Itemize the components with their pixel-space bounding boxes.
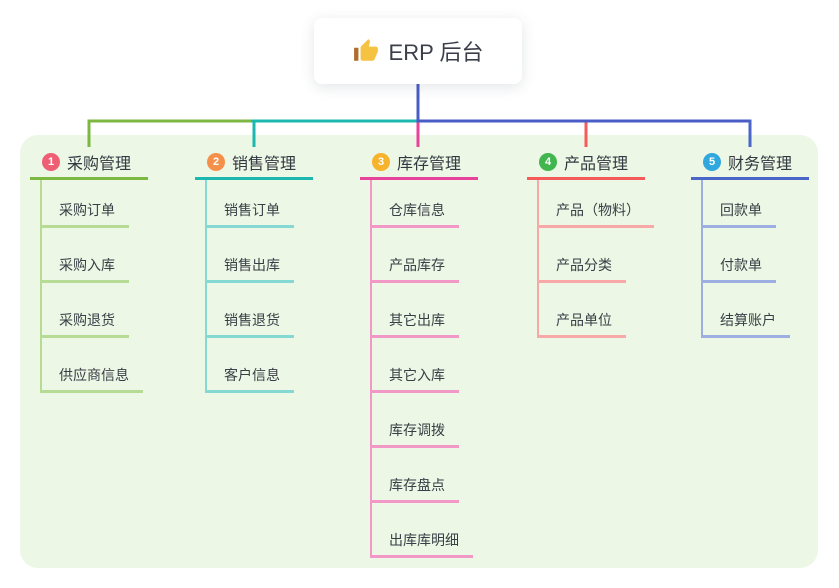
child-node: 产品分类 bbox=[539, 228, 654, 283]
branch-children: 产品（物料） 产品分类 产品单位 bbox=[537, 180, 654, 338]
child-node: 销售退货 bbox=[207, 283, 313, 338]
child-node-label[interactable]: 仓库信息 bbox=[372, 200, 459, 228]
branch-badge-3: 3 bbox=[372, 152, 390, 171]
child-node: 产品（物料） bbox=[539, 180, 654, 228]
child-node: 库存调拨 bbox=[372, 393, 478, 448]
thumbs-up-icon bbox=[353, 38, 379, 64]
child-node: 结算账户 bbox=[703, 283, 809, 338]
child-node: 回款单 bbox=[703, 180, 809, 228]
child-node: 付款单 bbox=[703, 228, 809, 283]
child-node-label[interactable]: 其它出库 bbox=[372, 310, 459, 338]
child-node-label[interactable]: 回款单 bbox=[703, 200, 776, 228]
child-node: 供应商信息 bbox=[42, 338, 148, 393]
branch-label-text: 库存管理 bbox=[397, 155, 462, 173]
branch-badge-2: 2 bbox=[207, 152, 225, 171]
child-node: 库存盘点 bbox=[372, 448, 478, 503]
child-node-label[interactable]: 采购退货 bbox=[42, 310, 129, 338]
child-node: 其它入库 bbox=[372, 338, 478, 393]
branch-children: 采购订单 采购入库 采购退货 供应商信息 bbox=[40, 180, 148, 393]
child-node-label[interactable]: 销售出库 bbox=[207, 255, 294, 283]
child-node-label[interactable]: 销售订单 bbox=[207, 200, 294, 228]
child-node: 客户信息 bbox=[207, 338, 313, 393]
branch-badge-4: 4 bbox=[539, 152, 557, 171]
child-node-label[interactable]: 供应商信息 bbox=[42, 365, 143, 393]
child-node: 其它出库 bbox=[372, 283, 478, 338]
branch-node-sales[interactable]: 2 销售管理 bbox=[195, 148, 313, 180]
branch-label-text: 采购管理 bbox=[67, 155, 132, 173]
branch-node-finance[interactable]: 5 财务管理 bbox=[691, 148, 809, 180]
child-node-label[interactable]: 销售退货 bbox=[207, 310, 294, 338]
branch-product: 4 产品管理 产品（物料） 产品分类 产品单位 bbox=[527, 148, 654, 338]
child-node: 销售订单 bbox=[207, 180, 313, 228]
root-node-label: ERP 后台 bbox=[388, 40, 484, 65]
branches-panel bbox=[20, 135, 818, 568]
child-node-label[interactable]: 结算账户 bbox=[703, 310, 790, 338]
child-node: 仓库信息 bbox=[372, 180, 478, 228]
child-node: 产品库存 bbox=[372, 228, 478, 283]
branch-inventory: 3 库存管理 仓库信息 产品库存 其它出库 其它入库 库存调拨 库存盘点 出库库… bbox=[360, 148, 478, 558]
branch-label-text: 财务管理 bbox=[728, 155, 793, 173]
child-node: 产品单位 bbox=[539, 283, 654, 338]
child-node-label[interactable]: 产品分类 bbox=[539, 255, 626, 283]
branch-node-inventory[interactable]: 3 库存管理 bbox=[360, 148, 478, 180]
branch-children: 仓库信息 产品库存 其它出库 其它入库 库存调拨 库存盘点 出库库明细 bbox=[370, 180, 478, 558]
branch-finance: 5 财务管理 回款单 付款单 结算账户 bbox=[691, 148, 809, 338]
child-node: 出库库明细 bbox=[372, 503, 478, 558]
child-node-label[interactable]: 库存调拨 bbox=[372, 420, 459, 448]
branch-label-text: 销售管理 bbox=[232, 155, 297, 173]
child-node: 采购退货 bbox=[42, 283, 148, 338]
child-node-label[interactable]: 产品单位 bbox=[539, 310, 626, 338]
child-node-label[interactable]: 采购订单 bbox=[42, 200, 129, 228]
branch-children: 销售订单 销售出库 销售退货 客户信息 bbox=[205, 180, 313, 393]
root-node[interactable]: ERP 后台 bbox=[314, 18, 522, 84]
child-node: 采购入库 bbox=[42, 228, 148, 283]
branch-node-product[interactable]: 4 产品管理 bbox=[527, 148, 645, 180]
child-node-label[interactable]: 客户信息 bbox=[207, 365, 294, 393]
child-node-label[interactable]: 付款单 bbox=[703, 255, 776, 283]
child-node-label[interactable]: 出库库明细 bbox=[372, 530, 473, 558]
branch-children: 回款单 付款单 结算账户 bbox=[701, 180, 809, 338]
branch-badge-5: 5 bbox=[703, 152, 721, 171]
child-node: 采购订单 bbox=[42, 180, 148, 228]
child-node-label[interactable]: 采购入库 bbox=[42, 255, 129, 283]
child-node-label[interactable]: 产品（物料） bbox=[539, 200, 654, 228]
child-node-label[interactable]: 库存盘点 bbox=[372, 475, 459, 503]
child-node-label[interactable]: 其它入库 bbox=[372, 365, 459, 393]
branch-label-text: 产品管理 bbox=[564, 155, 629, 173]
branch-node-purchase[interactable]: 1 采购管理 bbox=[30, 148, 148, 180]
branch-badge-1: 1 bbox=[42, 152, 60, 171]
branch-purchase: 1 采购管理 采购订单 采购入库 采购退货 供应商信息 bbox=[30, 148, 148, 393]
child-node: 销售出库 bbox=[207, 228, 313, 283]
branch-sales: 2 销售管理 销售订单 销售出库 销售退货 客户信息 bbox=[195, 148, 313, 393]
child-node-label[interactable]: 产品库存 bbox=[372, 255, 459, 283]
